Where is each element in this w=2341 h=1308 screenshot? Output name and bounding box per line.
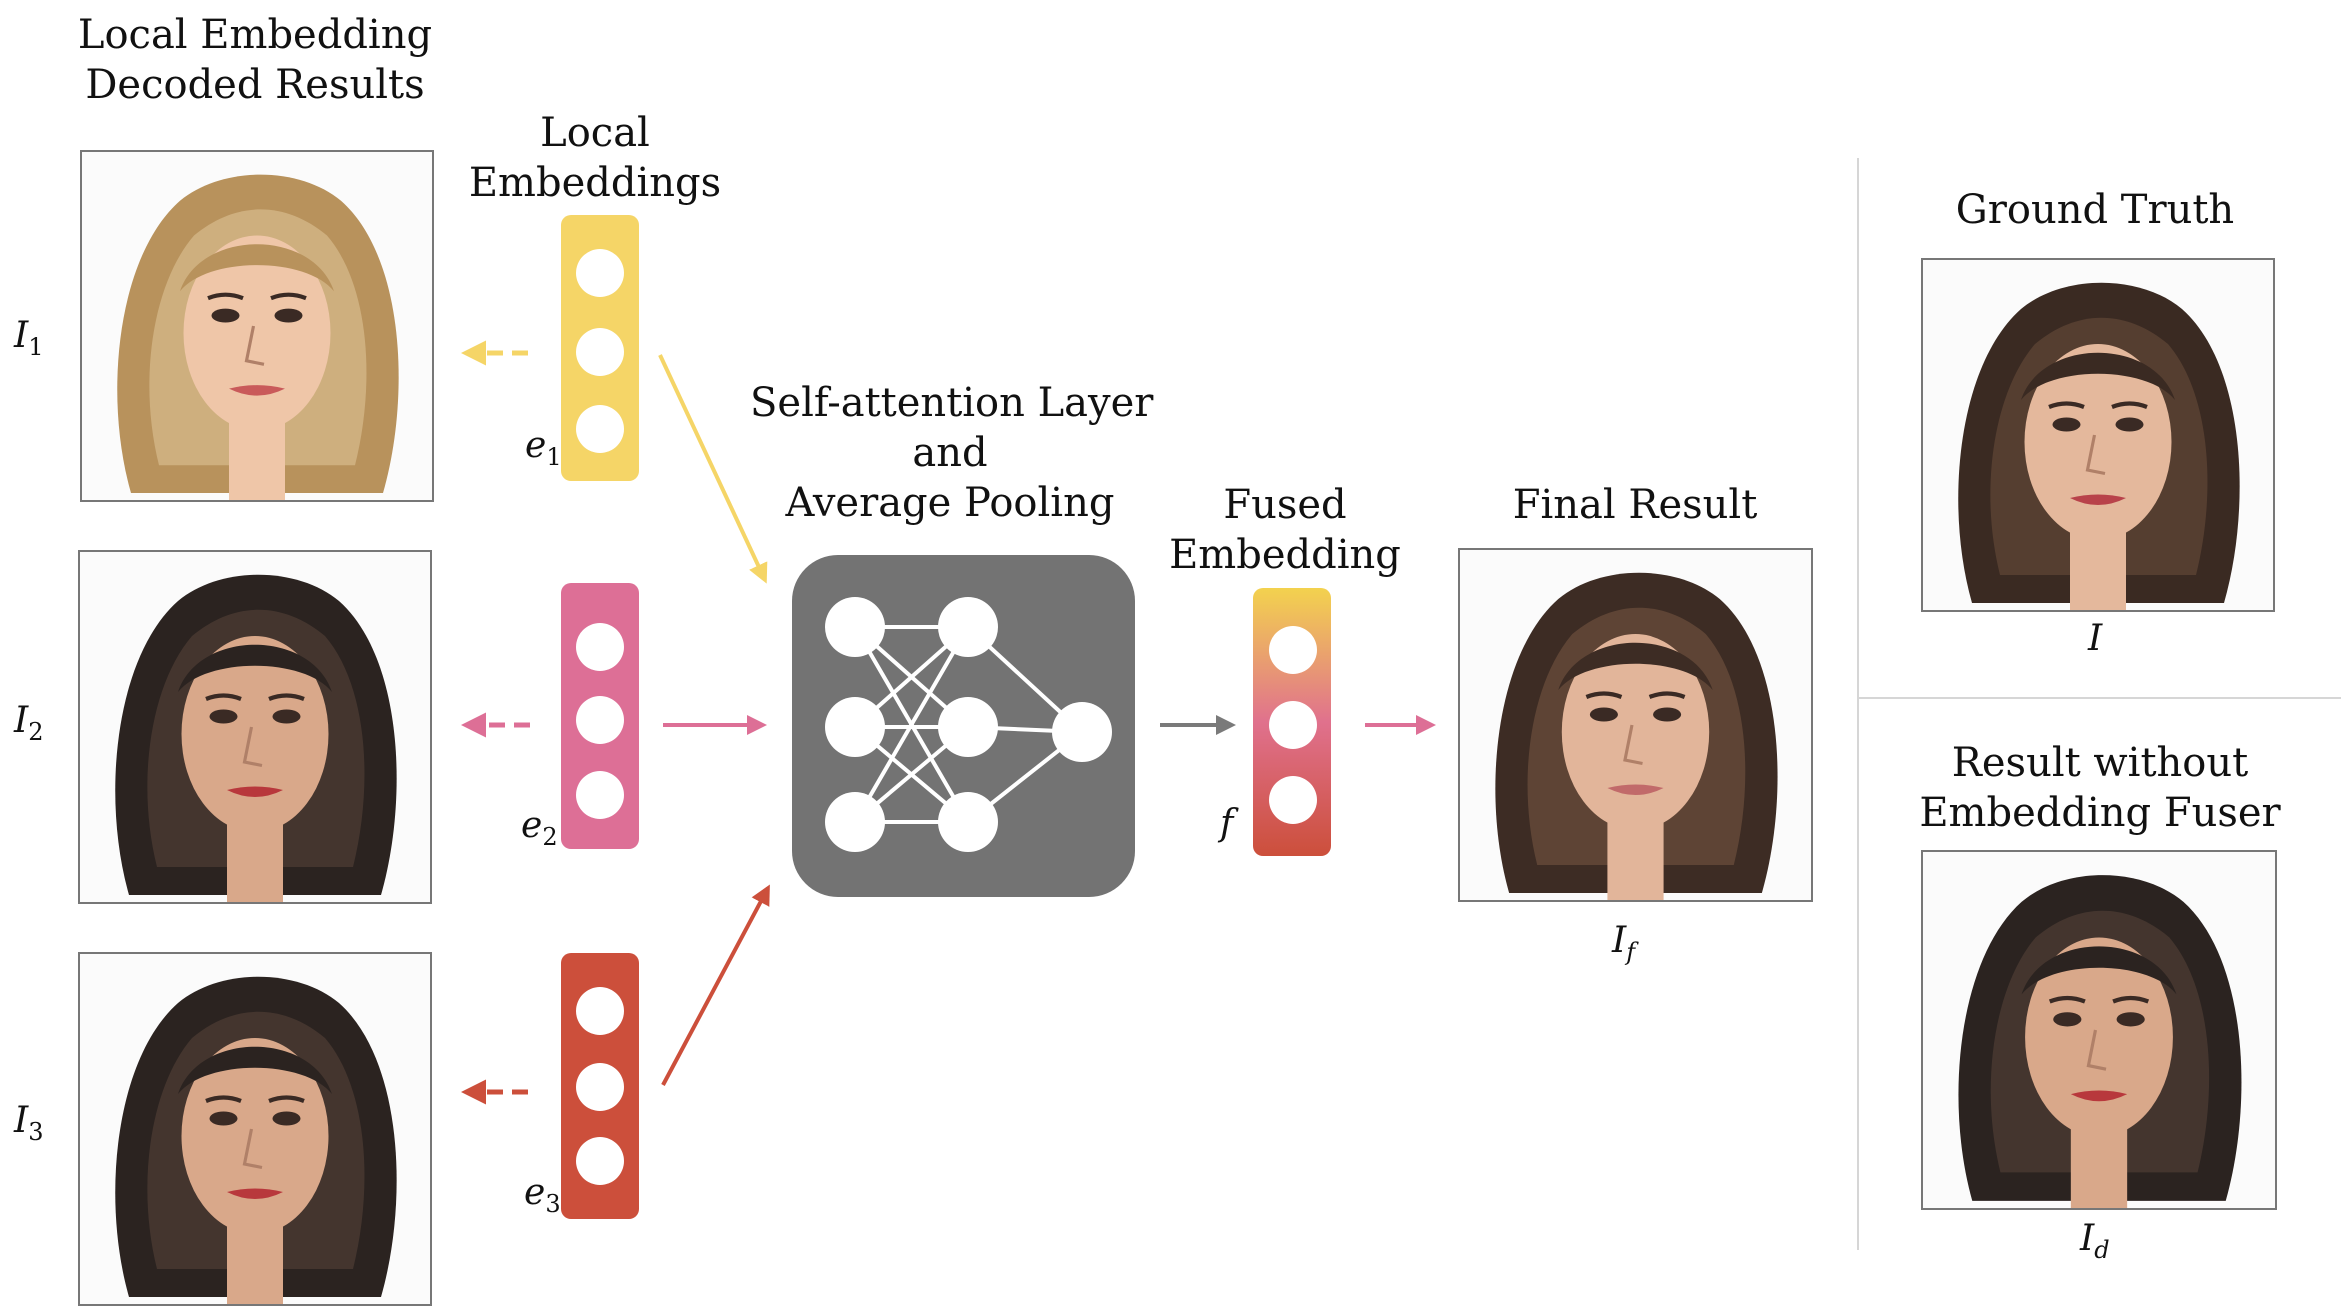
heading-self-attention-line2: and (912, 430, 988, 476)
heading-self-attention-line3: Average Pooling (785, 480, 1115, 526)
label-I2-sub: 2 (28, 718, 44, 747)
decoded-face-2 (78, 550, 432, 904)
label-I2-base: I (14, 700, 29, 741)
label-e3-base: e (524, 1172, 546, 1213)
label-If-sub: f (1626, 938, 1636, 967)
heading-fused-embedding-line2: Embedding (1169, 532, 1401, 578)
heading-ground-truth: Ground Truth (1955, 187, 2235, 233)
label-e2: e2 (521, 805, 558, 851)
heading-local-embeddings: Local Embeddings (455, 108, 735, 208)
embedding-e2 (561, 583, 639, 849)
fused-embedding-f (1253, 588, 1331, 856)
heading-without-fuser: Result without Embedding Fuser (1900, 738, 2300, 838)
label-f-base: f (1220, 803, 1234, 844)
heading-without-fuser-line1: Result without (1951, 740, 2249, 786)
label-I1-sub: 1 (28, 333, 44, 362)
face-illustration (80, 954, 430, 1304)
decoded-face-1 (80, 150, 434, 502)
heading-self-attention: Self-attention Layer and Average Pooling (750, 378, 1154, 528)
label-I2: I2 (14, 700, 44, 746)
face-illustration (1923, 260, 2273, 610)
heading-local-embeddings-line1: Local (540, 110, 650, 156)
label-e1-sub: 1 (546, 443, 562, 472)
face-illustration (1460, 550, 1811, 900)
label-I3: I3 (14, 1100, 44, 1146)
label-e3: e3 (524, 1172, 561, 1218)
label-Id-sub: d (2094, 1236, 2110, 1265)
heading-fused-embedding: Fused Embedding (1160, 480, 1410, 580)
label-e2-base: e (521, 805, 543, 846)
right-panel-divider-horizontal (1857, 697, 2341, 699)
final-result-face (1458, 548, 1813, 902)
label-I1-base: I (14, 315, 29, 356)
label-If-base: I (1612, 920, 1627, 961)
heading-final-result: Final Result (1512, 482, 1758, 528)
label-I1: I1 (14, 315, 44, 361)
label-If: If (1612, 920, 1635, 966)
ground-truth-face (1921, 258, 2275, 612)
arrow-e3-to-network (661, 884, 770, 1086)
label-f: f (1220, 803, 1233, 844)
face-illustration (1923, 852, 2275, 1208)
right-panel-divider-vertical (1857, 158, 1859, 1250)
label-e1: e1 (525, 425, 562, 471)
label-I3-base: I (14, 1100, 29, 1141)
label-I-ground-truth: I (2088, 618, 2102, 659)
self-attention-network (792, 555, 1135, 897)
label-Id-base: I (2080, 1218, 2095, 1259)
label-I-base: I (2088, 618, 2103, 659)
decoded-face-3 (78, 952, 432, 1306)
without-fuser-face (1921, 850, 2277, 1210)
label-e1-base: e (525, 425, 547, 466)
face-illustration (80, 552, 430, 902)
face-illustration (82, 152, 432, 500)
heading-decoded-results-line2: Decoded Results (85, 62, 425, 108)
embedding-e3 (561, 953, 639, 1219)
heading-fused-embedding-line1: Fused (1223, 482, 1347, 528)
heading-self-attention-line1: Self-attention Layer (750, 380, 1154, 426)
heading-decoded-results-line1: Local Embedding (77, 12, 433, 58)
label-Id: Id (2080, 1218, 2110, 1264)
label-I3-sub: 3 (28, 1118, 44, 1147)
arrow-e1-to-network (658, 354, 768, 584)
embedding-e1 (561, 215, 639, 481)
heading-decoded-results: Local Embedding Decoded Results (55, 10, 455, 110)
heading-without-fuser-line2: Embedding Fuser (1919, 790, 2281, 836)
label-e2-sub: 2 (542, 823, 558, 852)
label-e3-sub: 3 (545, 1190, 561, 1219)
heading-local-embeddings-line2: Embeddings (468, 160, 722, 206)
